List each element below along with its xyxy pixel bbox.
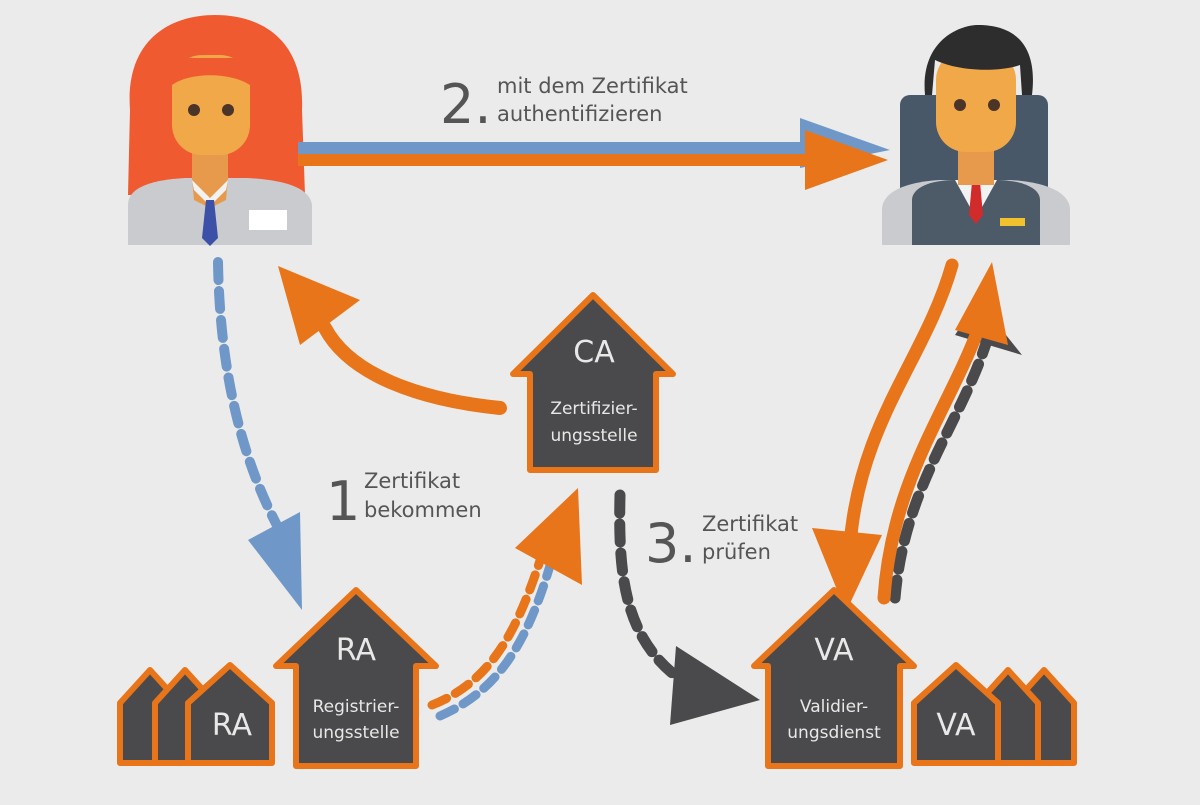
businessman-service-icon <box>882 25 1070 245</box>
ca-abbr: CA <box>573 335 615 370</box>
validate-certificate-arrow <box>614 489 760 725</box>
step-2-number: 2. <box>440 73 492 136</box>
step-3-number: 3. <box>645 512 697 575</box>
va-house: VA Validier- ungsdienst <box>751 587 917 769</box>
step-3-line2: prüfen <box>702 540 771 564</box>
step-2-line2: authentifizieren <box>497 102 662 126</box>
va-abbr: VA <box>814 633 854 668</box>
va-small-label: VA <box>936 708 976 743</box>
ra-to-ca-arrow <box>427 488 582 721</box>
step-3-label: 3. Zertifikat prüfen <box>645 512 798 575</box>
ra-name-line2: ungsstelle <box>312 723 399 743</box>
issue-certificate-arrow <box>278 266 507 415</box>
step-1-number: 1 <box>326 470 360 533</box>
ca-name-line1: Zertifizier- <box>550 399 637 419</box>
ca-name-line2: ungsstelle <box>550 426 637 446</box>
step-3-line1: Zertifikat <box>702 512 798 536</box>
step-2-label: 2. mit dem Zertifikat authentifizieren <box>440 73 688 136</box>
service-to-va-arrow <box>812 258 959 612</box>
va-name-line2: ungsdienst <box>787 723 881 743</box>
ra-house: RA Registrier- ungsstelle <box>273 587 439 769</box>
step-1-line1: Zertifikat <box>364 469 460 493</box>
ra-small-houses: RA <box>117 662 275 766</box>
ra-small-label: RA <box>212 708 253 743</box>
step-1-line2: bekommen <box>364 498 482 522</box>
ra-abbr: RA <box>336 633 377 668</box>
va-name-line1: Validier- <box>800 697 868 717</box>
woman-user-icon <box>128 15 312 246</box>
ra-name-line1: Registrier- <box>313 697 400 717</box>
va-to-service-arrow <box>877 262 1022 605</box>
ca-house: CA Zertifizier- ungsstelle <box>510 292 676 473</box>
va-small-houses: VA <box>911 662 1077 766</box>
step-2-line1: mit dem Zertifikat <box>497 74 688 98</box>
request-certificate-arrow <box>213 257 302 610</box>
step-1-label: 1 Zertifikat bekommen <box>326 469 482 533</box>
authenticate-arrow <box>298 118 890 190</box>
